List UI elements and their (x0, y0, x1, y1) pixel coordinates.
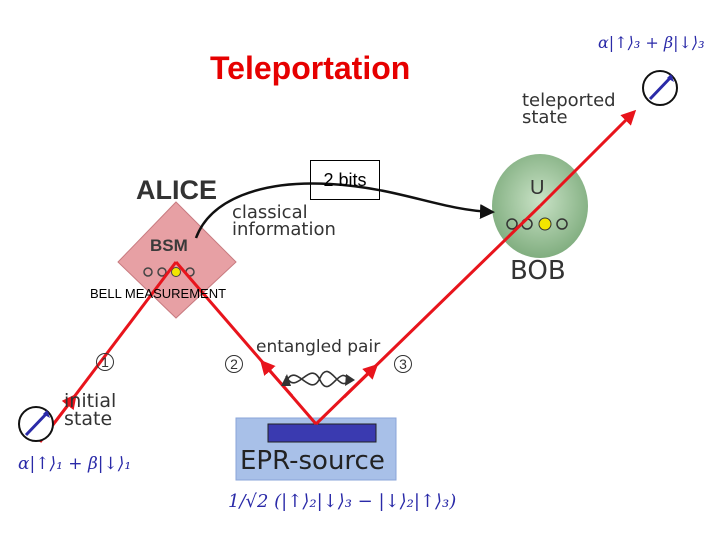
beam-teleported (538, 109, 637, 208)
initial-state-formula: α|↑⟩₁ + β|↓⟩₁ (18, 454, 132, 474)
beam-qubit-3-arrow (342, 363, 379, 399)
diagram-title: Teleportation (210, 50, 411, 86)
classical-bits-box: 2 bits (310, 160, 380, 200)
bsm-detector-active (171, 267, 181, 277)
qubit-number-1: 1 (96, 353, 114, 371)
entangled-wave (285, 370, 351, 386)
classical-info-label: classical information (232, 202, 336, 240)
alice-label: ALICE (136, 175, 217, 205)
bsm-detector (143, 267, 153, 277)
alice-bsm-diamond (117, 201, 237, 319)
beam-qubit-2-arrow (260, 359, 294, 397)
qubit-number-2: 2 (225, 355, 243, 373)
entangled-wave-tip (345, 374, 355, 386)
entangled-wave-tip (281, 374, 291, 386)
epr-crystal (267, 423, 377, 443)
teleported-spin-arrow (648, 74, 674, 101)
beam-qubit-2 (174, 261, 318, 425)
bob-detector (556, 218, 568, 230)
bob-detector (506, 218, 518, 230)
bsm-label: BSM (150, 236, 188, 255)
bell-measurement-label: BELL MEASUREMENT (90, 286, 227, 301)
initial-state-label: initial state (64, 390, 117, 430)
classical-info-arrow (194, 182, 495, 239)
epr-state-formula: 1/√2 (|↑⟩₂|↓⟩₃ − |↓⟩₂|↑⟩₃) (228, 491, 457, 512)
qubit-number-3: 3 (394, 355, 412, 373)
teleported-state-label: teleported state (522, 90, 616, 128)
bob-label: BOB (510, 256, 566, 286)
bob-operation-label: U (530, 177, 545, 199)
teleported-state-formula: α|↑⟩₃ + β|↓⟩₃ (598, 33, 705, 52)
bob-detector-active (538, 217, 552, 231)
entangled-wave (285, 372, 351, 388)
initial-spin-arrow (24, 410, 50, 437)
bsm-detector (157, 267, 167, 277)
epr-source-label: EPR-source (240, 446, 385, 476)
entangled-pair-label: entangled pair (256, 337, 381, 357)
beam-qubit-1-arrow (53, 393, 77, 423)
